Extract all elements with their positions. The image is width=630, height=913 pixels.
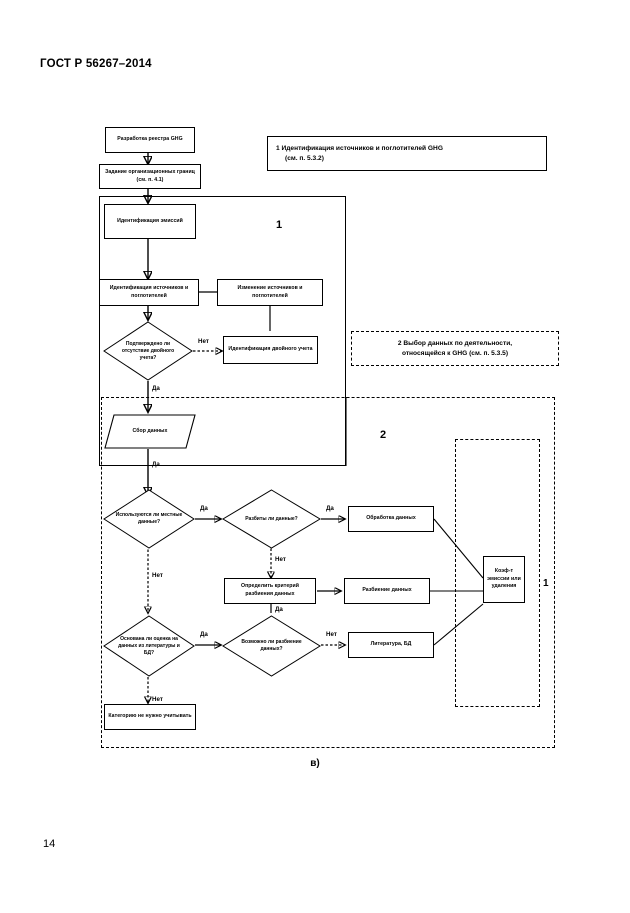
callout-data-selection: 2 Выбор данных по деятельности, относяще… [351, 331, 559, 366]
edge-label-criteria-yes: Да [275, 606, 283, 613]
edge-label-local-yes: Да [200, 505, 208, 512]
decision-data-split-label: Разбиты ли данные? [245, 515, 298, 522]
callout-1-line1: 1 Идентификация источников и поглотителе… [276, 144, 443, 152]
edge-label-double-no: Нет [198, 338, 209, 345]
decision-based-on-literature-label: Основана ли оценка на данных из литерату… [118, 635, 180, 656]
region-frame-two [101, 397, 555, 748]
node-change-sources: Изменение источников и поглотителей [217, 279, 323, 306]
region-label-two: 2 [380, 429, 387, 441]
node-split-data: Разбиение данных [344, 578, 430, 604]
page-number: 14 [43, 838, 56, 850]
node-literature-db: Литература, БД [348, 632, 434, 658]
decision-local-data: Используются ли местные данные? [103, 489, 195, 549]
edge-label-local-no: Нет [152, 572, 163, 579]
edge-label-split-no: Нет [275, 556, 286, 563]
region-frame-one [99, 196, 346, 466]
decision-split-possible-label: Возможно ли разбиение данных? [241, 639, 302, 652]
figure-caption: в) [310, 758, 320, 769]
node-identify-sources: Идентификация источников и поглотителей [99, 279, 199, 306]
node-define-criteria: Определить критерий разбиения данных [224, 578, 316, 604]
edge-label-double-yes: Да [152, 385, 160, 392]
decision-split-possible: Возможно ли разбиение данных? [222, 615, 321, 677]
edge-label-lit-no: Нет [152, 696, 163, 703]
decision-data-split: Разбиты ли данные? [222, 489, 321, 549]
region-label-one: 1 [276, 219, 283, 231]
edge-label-collect-yes: Да [152, 461, 160, 468]
node-collect-data-label: Сбор данных [132, 427, 168, 434]
region-label-one-right: 1 [543, 578, 549, 589]
callout-2-line1: 2 Выбор данных по деятельности, [397, 339, 513, 347]
node-identify-emissions: Идентификация эмиссий [104, 204, 196, 239]
node-identify-double-count: Идентификация двойного учета [223, 336, 318, 364]
edge-label-split-yes: Да [326, 505, 334, 512]
decision-double-count-label: Подтверждено ли отсутствие двойного учет… [121, 340, 175, 361]
node-collect-data: Сбор данных [104, 414, 196, 449]
callout-identification: 1 Идентификация источников и поглотителе… [267, 136, 547, 171]
edge-label-possible-no: Нет [326, 631, 337, 638]
node-coefficient: Коэф-т эмиссии или удаления [483, 556, 525, 603]
node-category-skip: Категорию не нужно учитывать [104, 704, 196, 730]
document-header: ГОСТ Р 56267–2014 [40, 58, 152, 70]
decision-double-count: Подтверждено ли отсутствие двойного учет… [103, 321, 193, 381]
edge-label-lit-yes: Да [200, 631, 208, 638]
callout-2-line2: относящейся к GHG (см. п. 5.3.5) [401, 349, 509, 357]
node-boundaries: Задание организационных границ (см. п. 4… [99, 164, 201, 189]
decision-local-data-label: Используются ли местные данные? [115, 512, 183, 525]
node-register: Разработка реестра GHG [105, 127, 195, 153]
callout-1-line2: (см. п. 5.3.2) [285, 154, 324, 162]
node-process-data: Обработка данных [348, 506, 434, 532]
decision-based-on-literature: Основана ли оценка на данных из литерату… [103, 615, 195, 677]
